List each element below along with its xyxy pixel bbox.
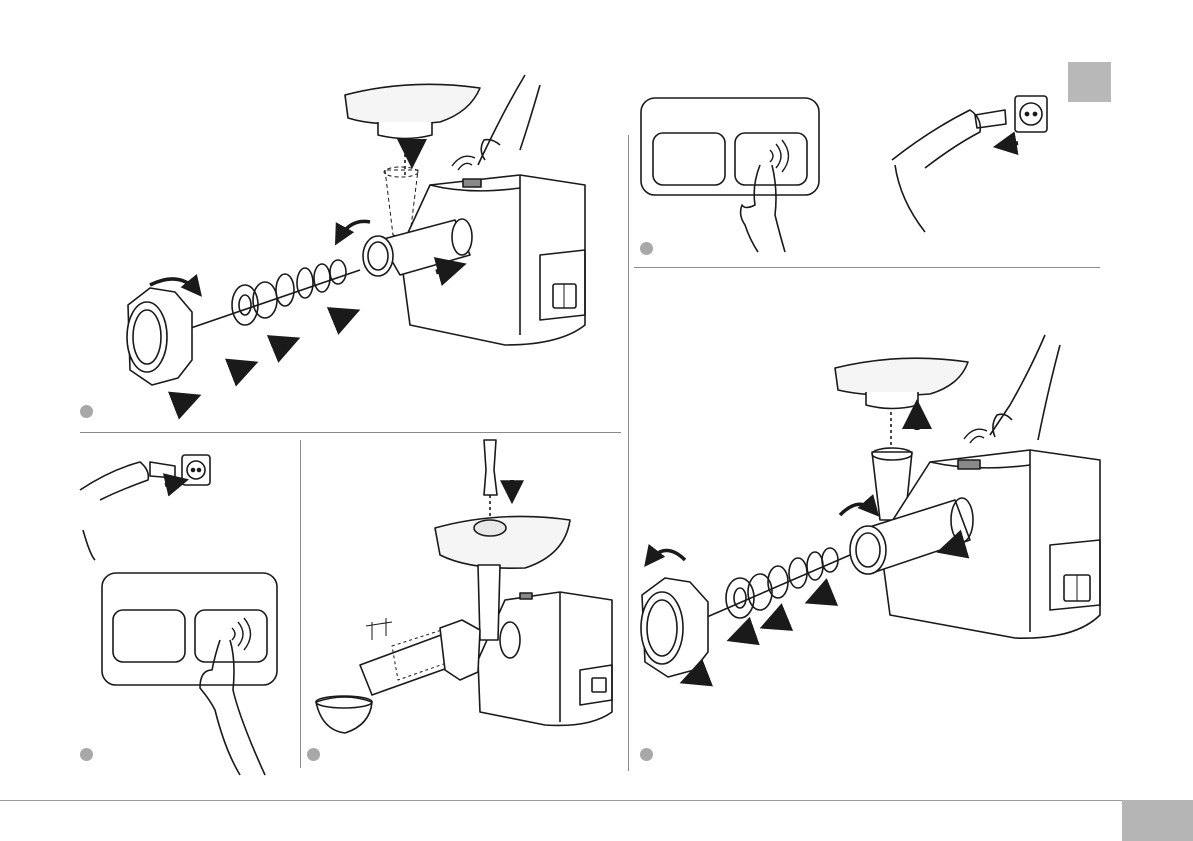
ring-nut-small xyxy=(440,620,480,680)
arrow-icon xyxy=(1000,143,1018,146)
step-sausage-illustration xyxy=(316,440,612,733)
bowl xyxy=(316,697,372,733)
section-tab xyxy=(1068,62,1111,102)
ring-nut xyxy=(127,288,192,385)
arrow-icon xyxy=(175,398,193,405)
step-badge-stop xyxy=(640,242,653,255)
step-assemble-illustration xyxy=(127,75,585,405)
food-tray-lifted xyxy=(835,358,968,445)
divider-vertical-center xyxy=(628,135,629,771)
divider-vertical-left xyxy=(300,440,301,768)
auger-parts-large xyxy=(700,548,850,620)
ring-nut-large xyxy=(641,578,708,677)
arrow-icon xyxy=(165,481,182,485)
hand-unplugging xyxy=(892,110,980,232)
page-number-box xyxy=(1122,800,1193,841)
socket-icon xyxy=(182,455,210,485)
divider-horizontal-left xyxy=(80,432,621,433)
arrow-icon xyxy=(768,618,785,625)
food-tray xyxy=(345,84,480,178)
step-badge-plug-in xyxy=(80,748,93,761)
control-panel xyxy=(102,573,277,685)
arrow-icon xyxy=(813,593,830,600)
divider-horizontal-right xyxy=(634,267,1100,268)
arrow-icon xyxy=(688,673,706,680)
hand-pointing-large xyxy=(990,335,1060,440)
hand-plugging xyxy=(80,462,148,560)
rotate-icon xyxy=(338,221,370,240)
footer-rule xyxy=(0,800,1122,801)
pusher xyxy=(484,440,497,495)
rotate-icon xyxy=(840,504,875,515)
neck-small xyxy=(478,565,500,640)
step-badge-sausage xyxy=(307,748,320,761)
arrow-icon xyxy=(232,365,250,372)
touch-sound-icon xyxy=(964,429,987,443)
hand-pointing xyxy=(478,75,540,165)
step-badge-disassemble xyxy=(640,748,653,761)
step-plug-in-illustration xyxy=(80,455,277,775)
control-panel-top xyxy=(641,98,819,195)
socket-icon xyxy=(1015,96,1047,132)
step-stop-illustration xyxy=(641,96,1047,252)
arrow-icon xyxy=(735,632,752,638)
rotate-icon xyxy=(648,550,685,562)
arrow-icon xyxy=(335,313,352,320)
auger-parts xyxy=(185,260,360,330)
arrow-icon xyxy=(275,341,292,348)
step-badge-assemble xyxy=(80,405,93,418)
step-disassemble-illustration xyxy=(641,335,1100,680)
